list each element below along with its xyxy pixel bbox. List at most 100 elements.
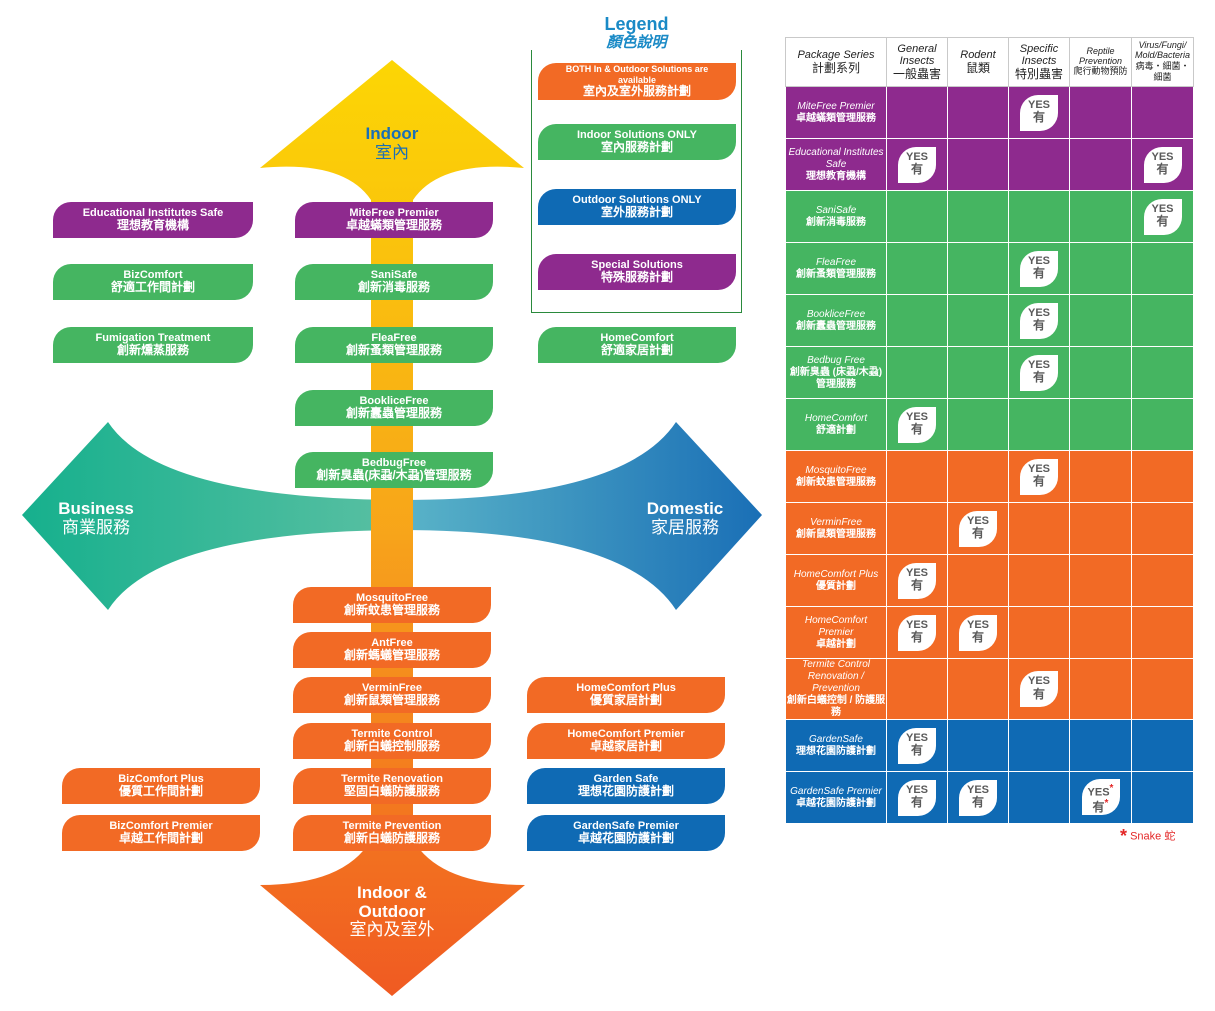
coverage-cell	[1069, 242, 1132, 295]
coverage-cell: YES*有*	[1069, 771, 1132, 824]
coverage-cell	[1069, 606, 1132, 659]
coverage-cell	[947, 294, 1009, 347]
coverage-cell	[947, 554, 1009, 607]
coverage-cell	[1131, 606, 1194, 659]
coverage-cell	[886, 502, 948, 555]
coverage-cell	[947, 398, 1009, 451]
business-arrow	[22, 422, 408, 610]
legend-item-both: BOTH In & Outdoor Solutions are availabl…	[538, 63, 736, 100]
snake-note: * Snake 蛇	[1120, 826, 1176, 846]
coverage-cell	[886, 86, 948, 139]
domestic-label: Domestic 家居服務	[646, 499, 724, 537]
coverage-cell	[1008, 190, 1070, 243]
coverage-cell	[1008, 554, 1070, 607]
coverage-cell	[947, 346, 1009, 399]
coverage-cell	[947, 658, 1009, 720]
coverage-cell	[1069, 398, 1132, 451]
coverage-cell	[1069, 138, 1132, 191]
coverage-cell	[1069, 658, 1132, 720]
coverage-cell	[1008, 606, 1070, 659]
coverage-cell	[886, 294, 948, 347]
coverage-cell	[947, 719, 1009, 772]
coverage-cell	[886, 242, 948, 295]
indoor-arrow	[260, 60, 524, 560]
coverage-cell	[886, 190, 948, 243]
coverage-cell	[947, 450, 1009, 503]
coverage-cell	[1131, 242, 1194, 295]
asterisk-icon: *	[1120, 826, 1128, 846]
coverage-cell	[886, 450, 948, 503]
coverage-cell	[1008, 398, 1070, 451]
coverage-cell	[1008, 719, 1070, 772]
coverage-cell	[1131, 398, 1194, 451]
coverage-cell	[1069, 294, 1132, 347]
indoor-outdoor-label: Indoor & Outdoor 室內及室外	[349, 883, 435, 940]
